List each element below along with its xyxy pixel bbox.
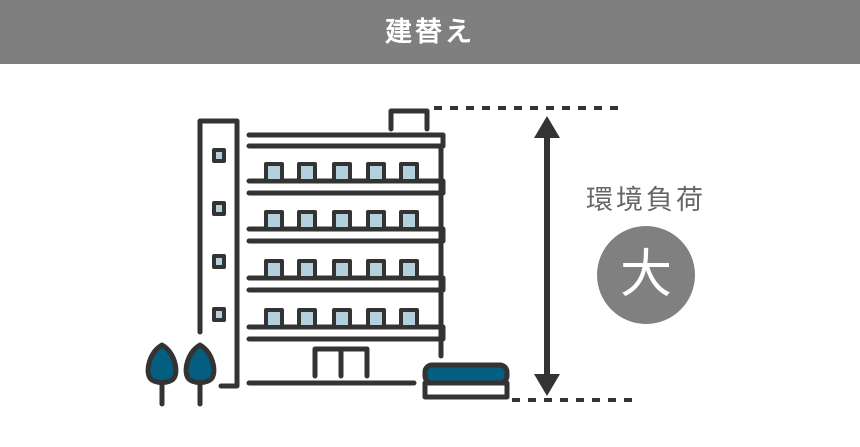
window	[264, 259, 284, 280]
window	[264, 210, 284, 231]
window	[366, 162, 386, 183]
roof-box	[388, 108, 430, 132]
impact-label: 環境負荷	[586, 185, 706, 216]
height-arrow	[534, 116, 560, 396]
main-building	[246, 132, 446, 359]
window	[332, 210, 352, 231]
floor-slab	[246, 132, 446, 149]
tree-icon	[183, 342, 217, 407]
window	[332, 259, 352, 280]
impact-level-badge: 大	[597, 226, 695, 324]
window	[297, 259, 317, 280]
entrance	[312, 346, 370, 379]
window	[399, 210, 419, 231]
tower	[197, 118, 240, 389]
car-top	[422, 362, 510, 386]
window	[366, 259, 386, 280]
window	[264, 162, 284, 183]
tower-windows	[212, 148, 226, 322]
window	[297, 162, 317, 183]
window	[332, 162, 352, 183]
window	[399, 308, 419, 329]
window	[399, 259, 419, 280]
window	[399, 162, 419, 183]
car-base	[422, 380, 510, 400]
window	[264, 308, 284, 329]
window	[332, 308, 352, 329]
window	[297, 308, 317, 329]
window	[366, 210, 386, 231]
window	[297, 210, 317, 231]
window	[366, 308, 386, 329]
header-title: 建替え	[0, 0, 860, 64]
tree-icon	[145, 342, 179, 407]
